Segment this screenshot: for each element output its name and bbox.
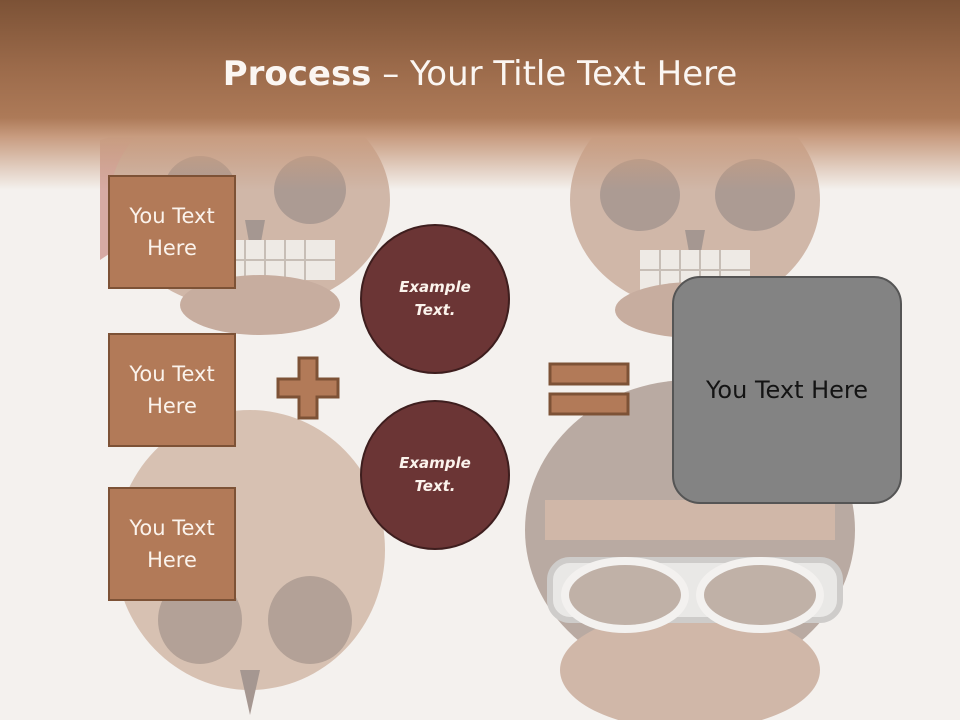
result-box: You Text Here (672, 276, 902, 504)
text-box-3-label: You Text Here (129, 516, 215, 572)
example-circle-2-label: Example Text. (399, 454, 471, 495)
example-circle-2: Example Text. (360, 400, 510, 550)
slide-title: Process – Your Title Text Here (0, 52, 960, 96)
text-box-3: You Text Here (108, 487, 236, 601)
equals-icon (548, 362, 630, 416)
title-rest-text: – Your Title Text Here (371, 54, 738, 94)
text-box-1-label: You Text Here (129, 204, 215, 260)
text-box-1: You Text Here (108, 175, 236, 289)
slide-header-band (0, 0, 960, 190)
result-box-label: You Text Here (705, 376, 869, 404)
example-circle-1-label: Example Text. (399, 278, 471, 319)
example-circle-1: Example Text. (360, 224, 510, 374)
text-box-2-label: You Text Here (129, 362, 215, 418)
title-bold-word: Process (222, 54, 372, 94)
plus-icon (276, 356, 340, 420)
text-box-2: You Text Here (108, 333, 236, 447)
